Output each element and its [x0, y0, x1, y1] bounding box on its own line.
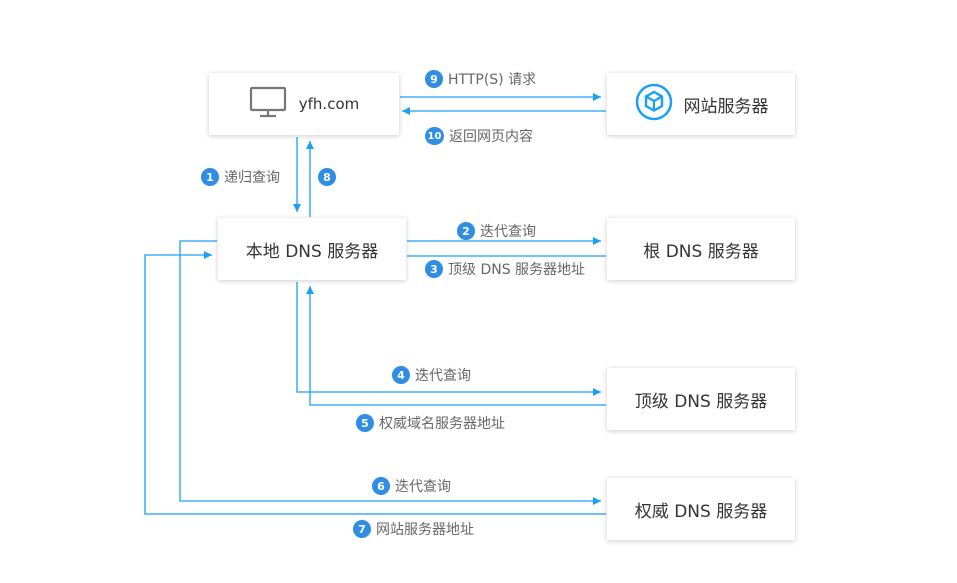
step-badge: 5 — [356, 414, 374, 432]
step-badge: 3 — [425, 260, 443, 278]
step-8: 8 — [318, 168, 341, 186]
auth-dns-label: 权威 DNS 服务器 — [634, 501, 768, 522]
tld-dns-node: 顶级 DNS 服务器 — [607, 368, 795, 430]
step-text: 递归查询 — [224, 170, 280, 186]
step-badge: 7 — [353, 520, 371, 538]
client-label: yfh.com — [298, 95, 360, 113]
local-dns-label: 本地 DNS 服务器 — [245, 241, 379, 262]
step-7: 7 网站服务器地址 — [353, 519, 474, 539]
step-badge: 4 — [392, 366, 410, 384]
step-3: 3 顶级 DNS 服务器地址 — [425, 259, 585, 279]
step-text: 权威域名服务器地址 — [379, 416, 505, 432]
step-badge: 2 — [457, 222, 475, 240]
cube-logo-icon — [634, 82, 674, 127]
step-text: 返回网页内容 — [449, 129, 533, 145]
client-node: yfh.com — [209, 73, 399, 135]
arrow-4 — [296, 282, 601, 396]
step-text: 网站服务器地址 — [376, 522, 474, 538]
step-6: 6 迭代查询 — [372, 476, 451, 496]
step-10: 10 返回网页内容 — [425, 126, 533, 146]
step-badge: 6 — [372, 477, 390, 495]
step-badge: 9 — [425, 70, 443, 88]
step-badge: 8 — [318, 168, 336, 186]
auth-dns-node: 权威 DNS 服务器 — [607, 478, 795, 540]
monitor-icon — [249, 85, 287, 124]
step-text: 迭代查询 — [395, 479, 451, 495]
step-text: 迭代查询 — [415, 368, 471, 384]
step-badge: 1 — [201, 168, 219, 186]
step-4: 4 迭代查询 — [392, 365, 471, 385]
step-9: 9 HTTP(S) 请求 — [425, 69, 536, 89]
step-badge: 10 — [425, 127, 444, 145]
local-dns-node: 本地 DNS 服务器 — [218, 218, 406, 280]
web-server-label: 网站服务器 — [683, 96, 769, 117]
step-text: 顶级 DNS 服务器地址 — [448, 262, 586, 278]
step-2: 2 迭代查询 — [457, 221, 536, 241]
step-text: 迭代查询 — [480, 224, 536, 240]
root-dns-label: 根 DNS 服务器 — [643, 241, 759, 262]
root-dns-node: 根 DNS 服务器 — [607, 218, 795, 280]
tld-dns-label: 顶级 DNS 服务器 — [634, 391, 768, 412]
arrow-5 — [306, 286, 606, 406]
step-5: 5 权威域名服务器地址 — [356, 413, 505, 433]
step-1: 1 递归查询 — [201, 167, 280, 187]
arrow-7 — [144, 251, 606, 515]
arrow-6 — [179, 240, 601, 505]
step-text: HTTP(S) 请求 — [448, 72, 537, 88]
web-server-node: 网站服务器 — [607, 73, 795, 135]
